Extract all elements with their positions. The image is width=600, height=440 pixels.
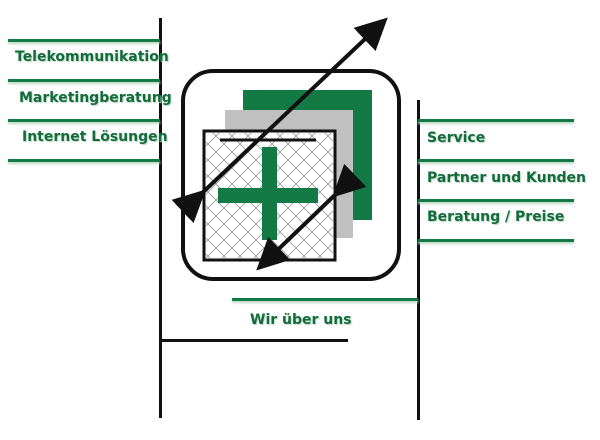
divider [8,39,160,42]
nav-service[interactable]: Service [427,130,486,146]
bottom-line [160,339,348,342]
nav-partner-und-kunden[interactable]: Partner und Kunden [427,170,587,186]
nav-marketingberatung[interactable]: Marketingberatung [19,90,172,106]
divider [418,199,574,202]
arrow-down-icon [256,163,367,271]
divider [232,298,418,301]
nav-wir-ueber-uns[interactable]: Wir über uns [250,312,352,328]
divider [418,239,574,242]
divider [418,119,574,122]
arrow-up-icon [171,17,388,224]
nav-beratung-preise[interactable]: Beratung / Preise [427,209,565,225]
divider [8,119,160,122]
divider [418,159,574,162]
left-vertical-line [159,18,162,418]
right-vertical-line [417,100,420,420]
nav-internet-loesungen[interactable]: Internet Lösungen [22,129,168,145]
divider [8,159,160,162]
divider [8,79,160,82]
nav-telekommunikation[interactable]: Telekommunikation [15,49,169,65]
